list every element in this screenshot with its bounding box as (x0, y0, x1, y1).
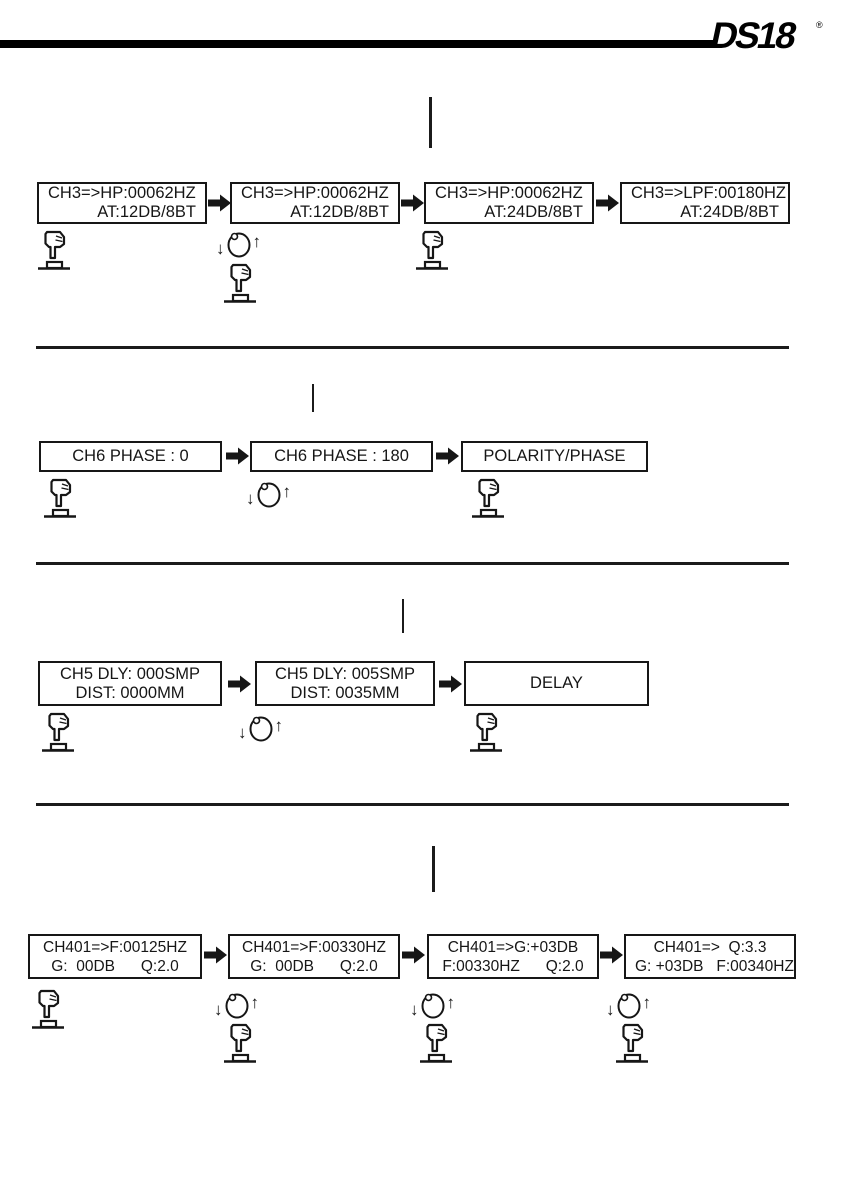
lcd-display: CH5 DLY: 000SMP DIST: 0000MM (38, 661, 222, 706)
press-knob-icon (42, 477, 78, 523)
lcd-line: AT:12DB/8BT (97, 203, 196, 221)
rotate-up-arrow: ↑ (446, 992, 456, 1012)
lcd-line: AT:24DB/8BT (680, 203, 779, 221)
knob-icon (616, 990, 642, 1020)
flow-arrow-icon (228, 674, 252, 694)
flow-arrow-icon (600, 945, 624, 965)
rotate-up-arrow: ↑ (642, 992, 652, 1012)
lcd-line: CH3=>HP:00062HZ (241, 184, 389, 202)
lcd-display: CH6 PHASE : 180 (250, 441, 433, 472)
press-knob-icon (40, 711, 76, 757)
flow-arrow-icon (402, 945, 426, 965)
section-divider (36, 346, 789, 349)
press-knob-icon (30, 988, 66, 1034)
vertical-tick (312, 384, 314, 412)
lcd-line: AT:12DB/8BT (290, 203, 389, 221)
brand-logo: DS18 ® (704, 14, 829, 56)
lcd-line: CH401=>F:00330HZ (242, 938, 386, 956)
rotate-knob-icon: ↓ ↑ (214, 990, 259, 1020)
lcd-line: CH401=>F:00125HZ (43, 938, 187, 956)
press-knob-icon (222, 262, 258, 308)
rotate-down-arrow: ↓ (606, 999, 615, 1019)
vertical-tick (402, 599, 404, 633)
lcd-line: POLARITY/PHASE (483, 447, 626, 465)
press-knob-icon (414, 229, 450, 275)
rotate-down-arrow: ↓ (238, 722, 247, 742)
rotate-down-arrow: ↓ (410, 999, 419, 1019)
lcd-line: DIST: 0035MM (290, 683, 400, 702)
press-knob-icon (470, 477, 506, 523)
press-knob-icon (418, 1022, 454, 1068)
lcd-line: CH5 DLY: 000SMP (59, 664, 200, 683)
lcd-line: CH3=>LPF:00180HZ (631, 184, 787, 202)
press-knob-icon (614, 1022, 650, 1068)
lcd-line: CH6 PHASE : 0 (72, 447, 189, 465)
lcd-display: CH3=>HP:00062HZ AT:12DB/8BT (230, 182, 400, 224)
lcd-line: CH401=>G:+03DB (447, 938, 579, 956)
press-knob-icon (468, 711, 504, 757)
flow-arrow-icon (208, 193, 232, 213)
rotate-knob-icon: ↓ ↑ (410, 990, 455, 1020)
lcd-line: DELAY (530, 674, 583, 692)
rotate-knob-icon: ↓ ↑ (216, 229, 261, 259)
rotate-up-arrow: ↑ (282, 481, 292, 501)
rotate-knob-icon: ↓ ↑ (238, 713, 283, 743)
lcd-display: CH401=>F:00330HZ G: 00DB Q:2.0 (228, 934, 400, 979)
lcd-display: DELAY (464, 661, 649, 706)
lcd-display: CH401=>G:+03DB F:00330HZ Q:2.0 (427, 934, 599, 979)
lcd-line: G: 00DB Q:2.0 (51, 957, 179, 975)
flow-arrow-icon (596, 193, 620, 213)
ds18-logo-icon: DS18 ® (707, 14, 823, 56)
lcd-line: G: 00DB Q:2.0 (250, 957, 378, 975)
lcd-display: CH5 DLY: 005SMP DIST: 0035MM (255, 661, 435, 706)
knob-icon (224, 990, 250, 1020)
vertical-tick (429, 97, 432, 148)
header-rule (0, 40, 714, 48)
rotate-knob-icon: ↓ ↑ (246, 479, 291, 509)
flow-arrow-icon (436, 446, 460, 466)
lcd-display: CH3=>HP:00062HZ AT:12DB/8BT (37, 182, 207, 224)
logo-text: DS18 (707, 14, 800, 56)
lcd-line: CH3=>HP:00062HZ (48, 184, 196, 202)
rotate-knob-icon: ↓ ↑ (606, 990, 651, 1020)
press-knob-icon (222, 1022, 258, 1068)
lcd-display: POLARITY/PHASE (461, 441, 648, 472)
knob-icon (248, 713, 274, 743)
lcd-line: F:00330HZ Q:2.0 (442, 957, 584, 975)
flow-arrow-icon (401, 193, 425, 213)
lcd-display: CH401=> Q:3.3 G: +03DB F:00340HZ (624, 934, 796, 979)
lcd-line: G: +03DB F:00340HZ (635, 957, 794, 975)
knob-icon (256, 479, 282, 509)
section-divider (36, 803, 789, 806)
lcd-display: CH401=>F:00125HZ G: 00DB Q:2.0 (28, 934, 202, 979)
rotate-down-arrow: ↓ (214, 999, 223, 1019)
knob-icon (420, 990, 446, 1020)
flow-arrow-icon (204, 945, 228, 965)
rotate-up-arrow: ↑ (252, 231, 262, 251)
section-divider (36, 562, 789, 565)
rotate-up-arrow: ↑ (250, 992, 260, 1012)
lcd-display: CH6 PHASE : 0 (39, 441, 222, 472)
lcd-display: CH3=>HP:00062HZ AT:24DB/8BT (424, 182, 594, 224)
flow-arrow-icon (439, 674, 463, 694)
rotate-up-arrow: ↑ (274, 715, 284, 735)
lcd-line: CH6 PHASE : 180 (274, 447, 409, 465)
lcd-line: CH401=> Q:3.3 (653, 938, 767, 956)
rotate-down-arrow: ↓ (216, 238, 225, 258)
lcd-line: CH5 DLY: 005SMP (274, 664, 415, 683)
press-knob-icon (36, 229, 72, 275)
registered-mark: ® (816, 20, 823, 30)
lcd-line: CH3=>HP:00062HZ (435, 184, 583, 202)
lcd-display: CH3=>LPF:00180HZ AT:24DB/8BT (620, 182, 790, 224)
lcd-line: AT:24DB/8BT (484, 203, 583, 221)
flow-arrow-icon (226, 446, 250, 466)
lcd-line: DIST: 0000MM (75, 683, 185, 702)
vertical-tick (432, 846, 435, 892)
knob-icon (226, 229, 252, 259)
rotate-down-arrow: ↓ (246, 488, 255, 508)
